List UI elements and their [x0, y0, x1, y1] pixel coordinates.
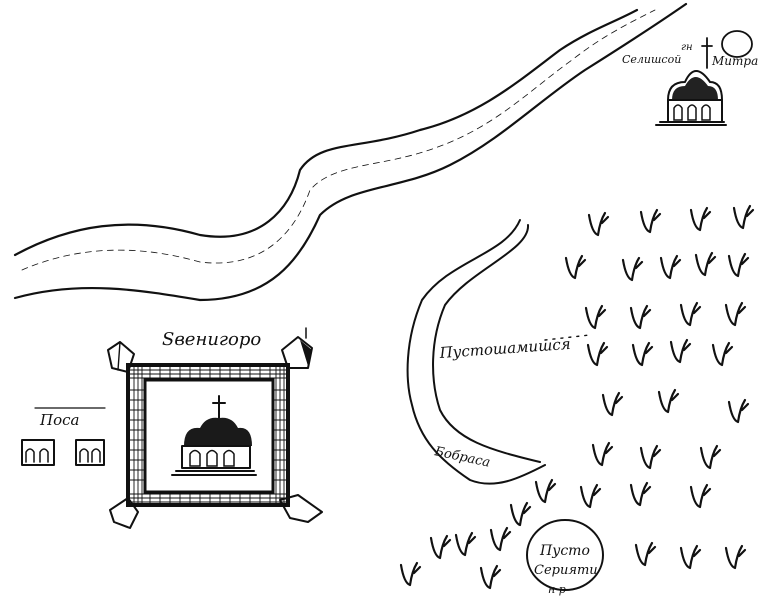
- grass-tuft-icon: [657, 388, 680, 414]
- grass-tuft-icon: [586, 341, 609, 367]
- grass-tuft-icon: [724, 544, 747, 570]
- dotted-connector: [544, 334, 591, 341]
- grass-tuft-icon: [587, 211, 610, 237]
- monastery-church-icon: [655, 30, 753, 126]
- grass-tuft-icon: [639, 444, 662, 470]
- tower-icon: [107, 341, 135, 373]
- grass-tuft-icon: [601, 391, 624, 417]
- tower-icon: [281, 327, 313, 369]
- house-icon: [21, 439, 55, 466]
- grass-tuft-icon: [429, 534, 452, 560]
- grass-tuft-icon: [727, 398, 750, 424]
- wasteland-label: Пустошамишся: [438, 335, 571, 362]
- grass-tuft-icon: [699, 444, 722, 470]
- river: [13, 2, 688, 302]
- grass-tuft-icon: [732, 204, 755, 230]
- church-icon: [171, 395, 257, 476]
- grass-tuft-icon: [584, 304, 607, 330]
- tower-icon: [109, 497, 139, 529]
- grass-tuft-icon: [621, 256, 644, 282]
- grass-tuft-icon: [454, 531, 477, 557]
- posad-label: Поса: [39, 411, 79, 429]
- grass-tuft-icon: [634, 541, 657, 567]
- tower-icon: [279, 494, 323, 523]
- grass-tuft-icon: [689, 206, 712, 232]
- grass-tuft-icon: [629, 304, 652, 330]
- grass-tuft-icon: [711, 341, 734, 367]
- house-icon: [75, 439, 105, 466]
- grass-tuft-icon: [679, 544, 702, 570]
- grass-tuft-icon: [591, 441, 614, 467]
- grass-tuft-icon: [689, 483, 712, 509]
- grass-tuft-icon: [659, 254, 682, 280]
- grass-tuft-icon: [679, 301, 702, 327]
- stream: [406, 219, 546, 485]
- wasteland-boundary: [526, 519, 604, 591]
- wasteland2-label-2: Серияти: [534, 563, 598, 578]
- grass-tuft-icon: [489, 526, 512, 552]
- wasteland2-label-1: Пусто: [539, 543, 590, 559]
- grass-tuft-icon: [509, 501, 532, 527]
- town-label: Sвенигоро: [162, 329, 261, 350]
- monastery-label-2: Селишсой: [622, 53, 681, 66]
- monastery-label-1: гн: [681, 42, 693, 53]
- meadow: [399, 204, 755, 590]
- grass-tuft-icon: [564, 254, 587, 280]
- grass-tuft-icon: [631, 341, 654, 367]
- grass-tuft-icon: [639, 208, 662, 234]
- stream-label: Бобраса: [432, 444, 491, 471]
- grass-tuft-icon: [669, 338, 692, 364]
- grass-tuft-icon: [479, 564, 502, 590]
- grass-tuft-icon: [399, 561, 422, 587]
- grass-tuft-icon: [579, 483, 602, 509]
- monastery-label-3: Митра: [711, 54, 758, 68]
- fortress: [107, 327, 323, 529]
- grass-tuft-icon: [629, 481, 652, 507]
- grass-tuft-icon: [727, 252, 750, 278]
- grass-tuft-icon: [534, 478, 557, 504]
- grass-tuft-icon: [694, 251, 717, 277]
- wasteland2-label-3: н р: [548, 583, 566, 596]
- grass-tuft-icon: [724, 301, 747, 327]
